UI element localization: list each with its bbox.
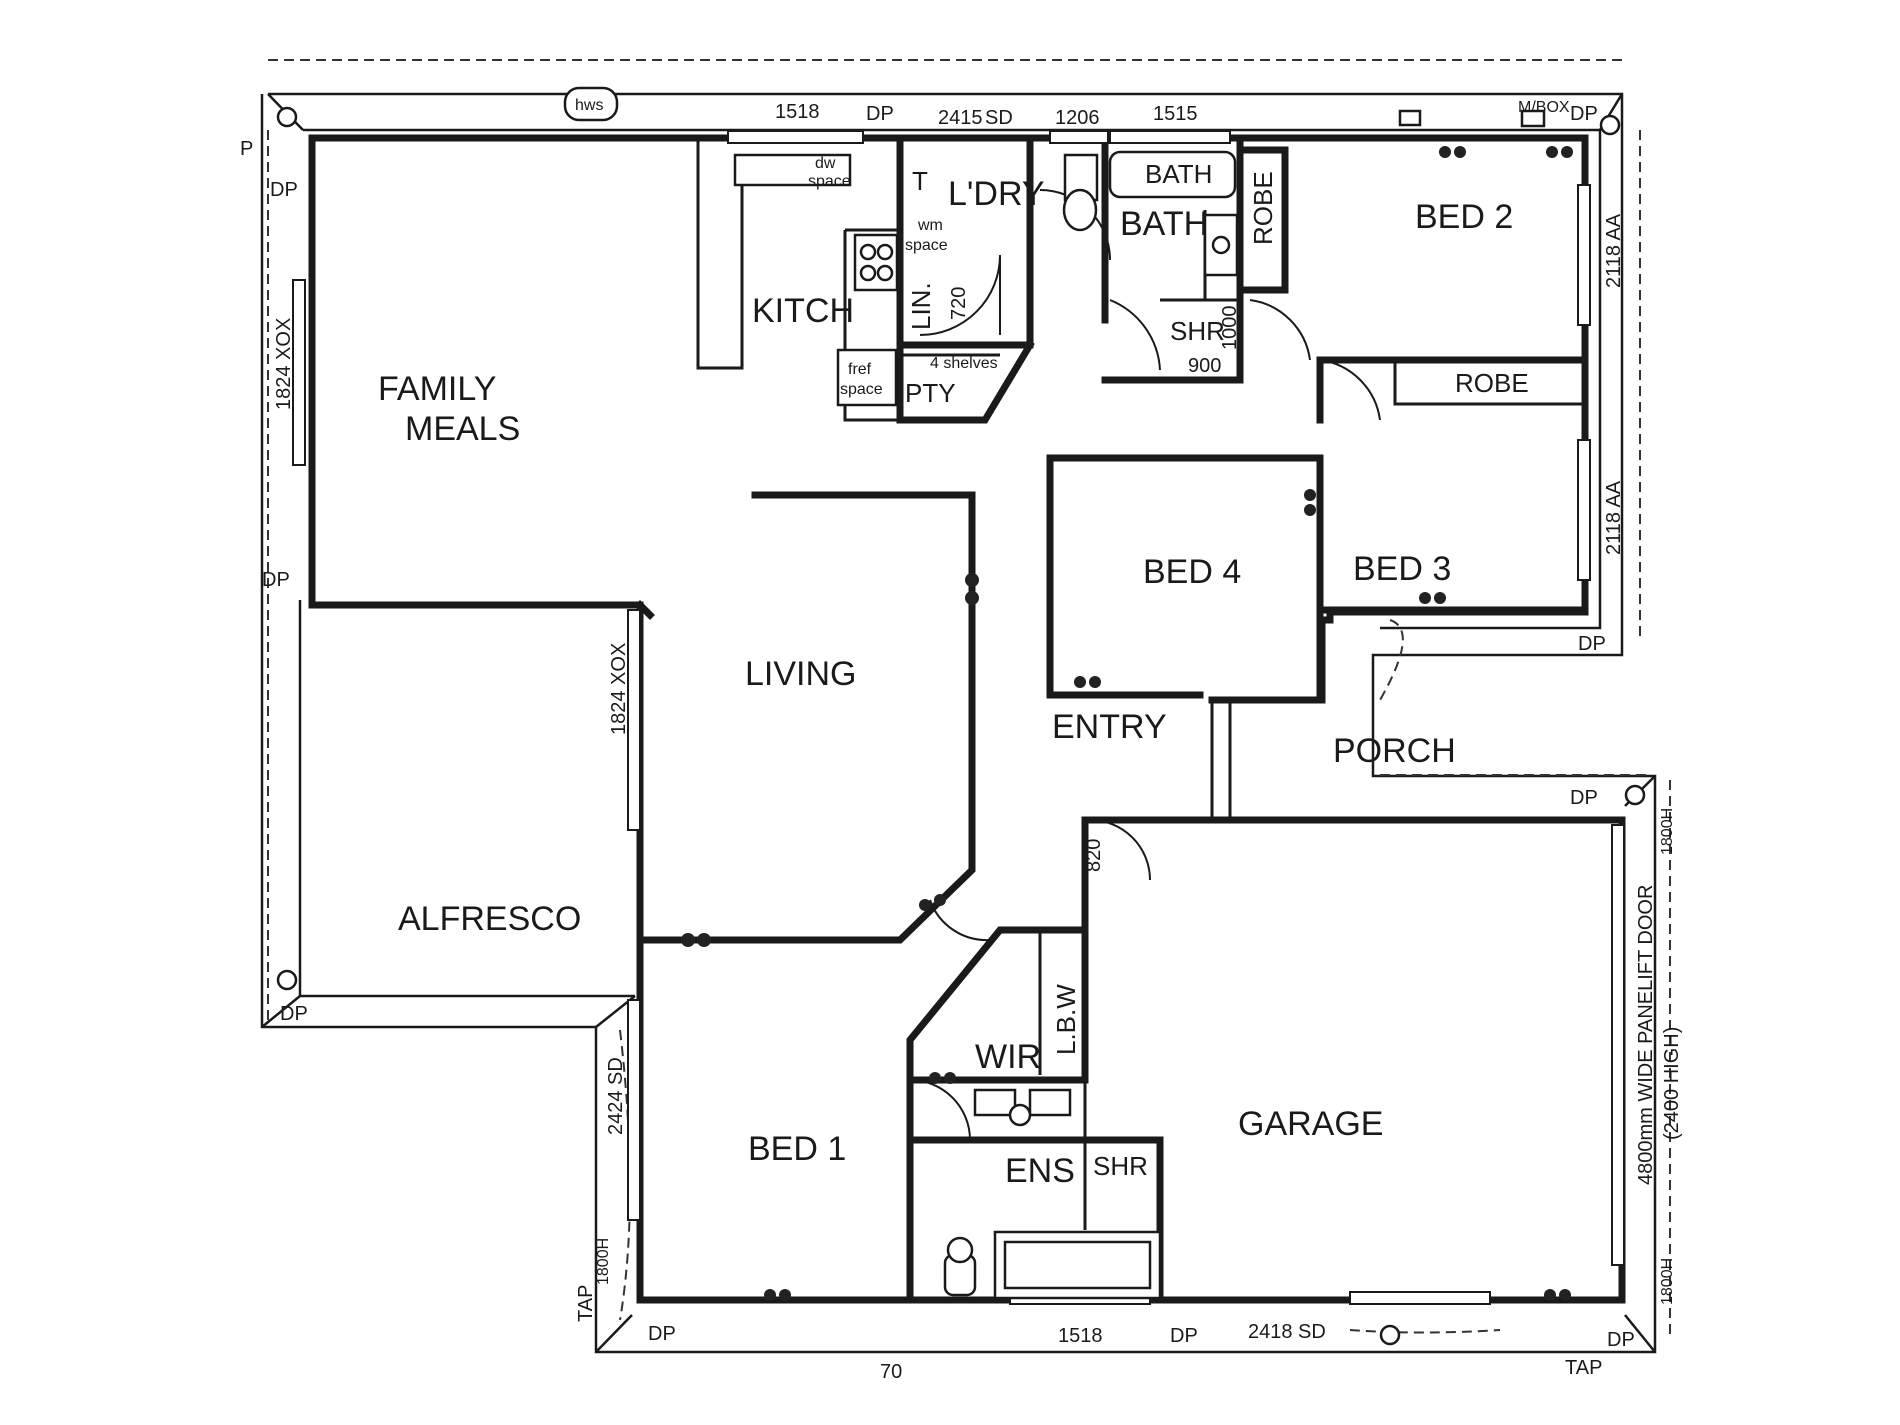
dp-bottom-mid: DP [1170,1325,1198,1347]
dp-bottom-left: DP [648,1323,676,1345]
label-robe-top: ROBE [1248,171,1278,245]
label-garage: GARAGE [1238,1105,1383,1143]
dim-right-1800h-bot: 1800H [1659,1258,1676,1305]
dp-bed3: DP [1578,633,1606,655]
p-left: P [240,138,253,160]
garage-door-label: 4800mm WIDE PANELIFT DOOR [1635,885,1657,1185]
dim-left-1824-top: 1824 XOX [273,318,295,410]
internal-walls [636,136,1589,1304]
label-robe-mid: ROBE [1455,368,1529,398]
dim-left-2424: 2424 SD [605,1057,627,1135]
label-porch: PORCH [1333,732,1456,770]
dim-right-1800h-top: 1800H [1659,808,1676,855]
fridge-label: fref [848,361,872,378]
label-bath-shr: SHR [1170,316,1225,346]
dp-garage-top: DP [1570,787,1598,809]
dim-left-1800h: 1800H [595,1238,612,1285]
dw-space-label: space [808,173,851,190]
room-labels: FAMILY MEALS KITCH L'DRY BATH BATH BED 2… [378,159,1529,1190]
label-meals: MEALS [405,410,520,448]
eave-outline [260,92,1657,1354]
dp-top-right: DP [1570,103,1598,125]
dim-right-2118-top: 2118 AA [1603,213,1625,288]
label-ens: ENS [1005,1152,1075,1190]
fixtures [836,150,1239,1300]
annotations: hws dw space wm space T fref space 4 she… [575,97,1683,1185]
t-box-label: T [912,166,928,196]
shelves-label: 4 shelves [930,355,998,372]
tap-bottom-right: TAP [1565,1357,1602,1379]
dim-top-1515: 1515 [1153,103,1198,125]
dw-label: dw [815,155,836,172]
dim-shr-1000: 1000 [1219,306,1241,351]
dp-left-mid: DP [262,569,290,591]
dim-top-2415: 2415 [938,107,983,129]
label-bath-fixture: BATH [1145,159,1212,189]
dim-top-1206: 1206 [1055,107,1100,129]
dim-top-1518: 1518 [775,101,820,123]
stormwater-lines [267,59,1671,1340]
dim-shr-900: 900 [1188,355,1221,377]
label-linen: LIN. [906,282,936,330]
label-ens-shr: SHR [1093,1151,1148,1181]
dim-bottom-2418: 2418 SD [1248,1321,1326,1343]
label-entry: ENTRY [1052,708,1167,746]
fridge-space-label: space [840,381,883,398]
cooktop [853,233,899,292]
label-bed4: BED 4 [1143,553,1241,591]
label-lbw: L.B.W [1051,984,1081,1055]
label-bed2: BED 2 [1415,198,1513,236]
dp-left-top: DP [270,179,298,201]
dp-bottom-right: DP [1607,1329,1635,1351]
dim-bottom-70: 70 [880,1361,902,1383]
service-labels: DP DP DP DP DP DP DP DP DP DP TAP TAP P [240,103,1635,1379]
label-bed3: BED 3 [1353,550,1451,588]
dim-right-2118-bot: 2118 AA [1603,480,1625,555]
label-wir: WIR [975,1038,1041,1076]
dim-door-820: 820 [1083,839,1105,872]
doors [909,189,1381,1141]
label-bed1: BED 1 [748,1130,846,1168]
label-kitchen: KITCH [752,292,854,330]
dim-top-sd: SD [985,107,1013,129]
dp-alfresco: DP [280,1003,308,1025]
label-alfresco: ALFRESCO [398,900,581,938]
hws-label: hws [575,97,603,114]
label-pantry: PTY [905,378,956,408]
dim-left-1824-mid: 1824 XOX [608,643,630,735]
label-bath: BATH [1120,205,1208,243]
dimensions: 1518 2415 SD 1206 1515 2118 AA 2118 AA 1… [273,101,1676,1383]
wm-space-label: space [905,237,948,254]
dim-lin-720: 720 [948,287,970,320]
power-points [681,146,1573,1301]
windows [292,130,1625,1305]
wm-label: wm [917,217,943,234]
bathtub [1108,150,1237,199]
tap-left: TAP [575,1285,597,1322]
dp-top-1: DP [866,103,894,125]
label-family: FAMILY [378,370,496,408]
service-symbols [276,86,1646,1346]
dim-bottom-1518: 1518 [1058,1325,1103,1347]
mbox-label: M/BOX [1518,99,1570,116]
label-laundry: L'DRY [948,175,1045,213]
label-living: LIVING [745,655,856,693]
garage-door-sub-label: (2400 HIGH) [1661,1027,1683,1140]
